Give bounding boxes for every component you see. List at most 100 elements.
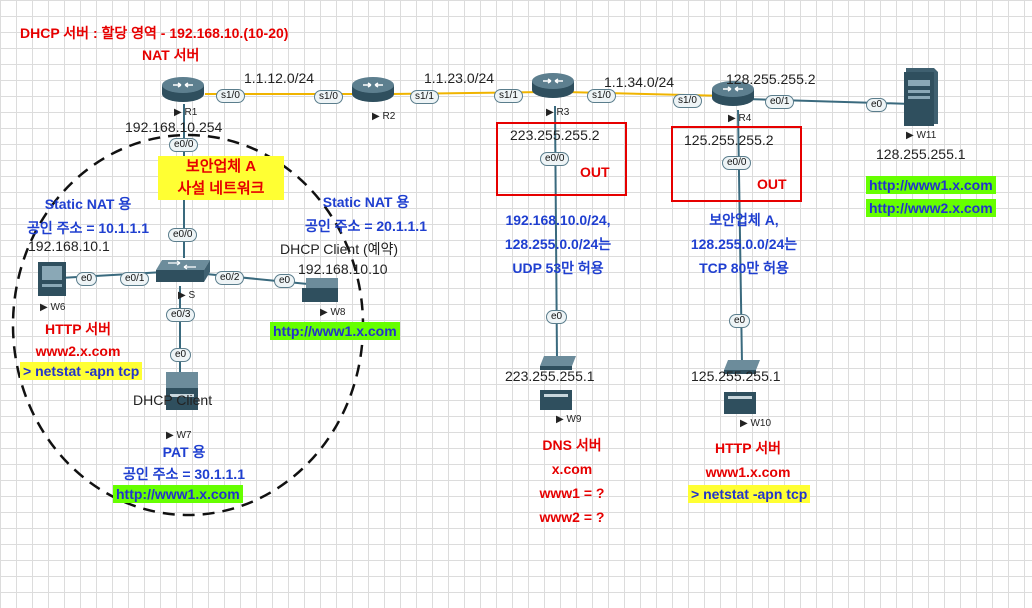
w9-role-line4: www2 = ? [539,509,605,525]
acl-w10-line1: 보안업체 A, [709,212,779,228]
iface-w9-e0: e0 [546,310,568,324]
router-icon[interactable] [160,74,206,104]
device-label-w7: ▶ W7 [166,430,192,441]
security-a-label: 보안업체 A 사설 네트워크 [158,156,284,200]
r4-box-out-label: OUT [757,176,787,192]
dhcp-server-title: DHCP 서버 : 할당 영역 - 192.168.10.(10-20) [20,25,289,41]
pat-line2: 공인 주소 = 30.1.1.1 [123,466,245,482]
net-r1-r2-label: 1.1.12.0/24 [244,70,315,86]
iface-r1-e0-0: e0/0 [169,138,199,152]
device-label-r1: ▶ R1 [174,107,198,118]
device-label-r4: ▶ R4 [728,113,752,124]
switch-icon[interactable] [154,256,214,286]
acl-w10-line2: 128.255.0.0/24는 [690,236,798,252]
iface-w6-e0: e0 [76,272,98,286]
iface-r4-e0-0: e0/0 [722,156,752,170]
w10-role-line1: HTTP 서버 [715,440,781,456]
router-icon[interactable] [710,78,756,108]
w9-role-line1: DNS 서버 [542,437,602,453]
router-icon[interactable] [350,74,396,104]
net-r3-r4-label: 1.1.34.0/24 [604,74,675,90]
r3-box-out-label: OUT [580,164,610,180]
device-label-w9: ▶ W9 [556,414,582,425]
iface-r4-s1-0: s1/0 [673,94,702,108]
w8-ip-label: 192.168.10.10 [298,261,388,277]
iface-r3-s1-1: s1/1 [494,89,523,103]
acl-w10-label: 보안업체 A, 128.255.0.0/24는 TCP 80만 허용 [664,208,824,280]
w11-url1-label: http://www1.x.com [866,176,996,194]
iface-r2-s1-0: s1/0 [314,90,343,104]
w10-ip-label: 125.255.255.1 [691,368,781,384]
nat-server-label: NAT 서버 [142,47,200,63]
pc-icon[interactable] [162,368,202,418]
r3-out-box [496,122,627,196]
iface-s-e0-1: e0/1 [120,272,150,286]
iface-r1-s1-0: s1/0 [216,89,245,103]
acl-w9-label: 192.168.10.0/24, 128.255.0.0/24는 UDP 53만… [478,208,638,280]
iface-s-e0-3: e0/3 [166,308,196,322]
pc-icon[interactable] [536,352,580,412]
w10-netstat-command: > netstat -apn tcp [688,485,811,503]
w9-role-label: DNS 서버 x.com www1 = ? www2 = ? [512,433,632,529]
dhcp-client-reserved-label: DHCP Client (예약) [280,241,399,257]
w6-netstat-command: > netstat -apn tcp [20,362,143,380]
device-label-r2: ▶ R2 [372,111,396,122]
iface-s-e0-2: e0/2 [215,271,245,285]
w6-role-line2: www2.x.com [35,343,121,359]
r4-box-ip-label: 125.255.255.2 [684,132,774,148]
security-a-line1: 보안업체 A [185,158,257,175]
iface-r4-e0-1: e0/1 [765,95,795,109]
device-label-w6: ▶ W6 [40,302,66,313]
acl-w9-line2: 128.255.0.0/24는 [504,236,612,252]
w11-url2-label: http://www2.x.com [866,199,996,217]
security-a-line2: 사설 네트워크 [177,180,265,197]
w7-url-label: http://www1.x.com [113,485,243,503]
net-r2-r3-label: 1.1.23.0/24 [424,70,495,86]
w6-role-label: HTTP 서버 www2.x.com [18,318,138,362]
iface-w7-e0: e0 [170,348,192,362]
server-icon[interactable] [900,66,940,128]
w8-url-label: http://www1.x.com [270,322,400,340]
r4-out-box [671,126,802,202]
device-label-r3: ▶ R3 [546,107,570,118]
pc-icon[interactable] [36,260,70,300]
acl-w10-line3: TCP 80만 허용 [699,260,789,276]
iface-r3-s1-0: s1/0 [587,89,616,103]
acl-w9-line3: UDP 53만 허용 [512,260,604,276]
static-nat-w8-line1: Static NAT 용 [322,194,410,210]
static-nat-w6-line1: Static NAT 용 [44,196,132,212]
r3-box-ip-label: 223.255.255.2 [510,127,600,143]
w7-dhcp-client-label: DHCP Client [133,392,213,408]
w9-role-line2: x.com [551,461,593,477]
device-label-w8: ▶ W8 [320,307,346,318]
device-label-s: ▶ S [178,290,196,301]
iface-w11-e0: e0 [866,98,888,112]
r4-ip-label: 128.255.255.2 [726,71,816,87]
w6-ip-label: 192.168.10.1 [28,238,110,254]
w9-role-line3: www1 = ? [539,485,605,501]
r1-ip-label: 192.168.10.254 [125,119,223,135]
w6-role-line1: HTTP 서버 [45,321,111,337]
pat-line1: PAT 용 [162,444,206,460]
static-nat-w8-line2: 공인 주소 = 20.1.1.1 [305,218,427,234]
iface-w8-e0: e0 [274,274,296,288]
pat-label: PAT 용 공인 주소 = 30.1.1.1 [100,441,268,485]
router-icon[interactable] [530,70,576,100]
static-nat-w6-line2: 공인 주소 = 10.1.1.1 [27,220,149,236]
device-label-w11: ▶ W11 [906,130,937,141]
pc-icon[interactable] [720,356,764,416]
device-label-w10: ▶ W10 [740,418,772,429]
iface-r2-s1-1: s1/1 [410,90,439,104]
iface-r3-e0-0: e0/0 [540,152,570,166]
iface-s-e0-0: e0/0 [168,228,198,242]
iface-w10-e0: e0 [729,314,751,328]
w10-role-line2: www1.x.com [705,464,791,480]
pc-icon[interactable] [300,274,342,306]
w11-ip-label: 128.255.255.1 [876,146,966,162]
static-nat-w8-label: Static NAT 용 공인 주소 = 20.1.1.1 [272,190,460,238]
w10-role-label: HTTP 서버 www1.x.com [690,436,806,484]
w9-ip-label: 223.255.255.1 [505,368,595,384]
acl-w9-line1: 192.168.10.0/24, [505,212,611,228]
static-nat-w6-label: Static NAT 용 공인 주소 = 10.1.1.1 [8,192,168,240]
